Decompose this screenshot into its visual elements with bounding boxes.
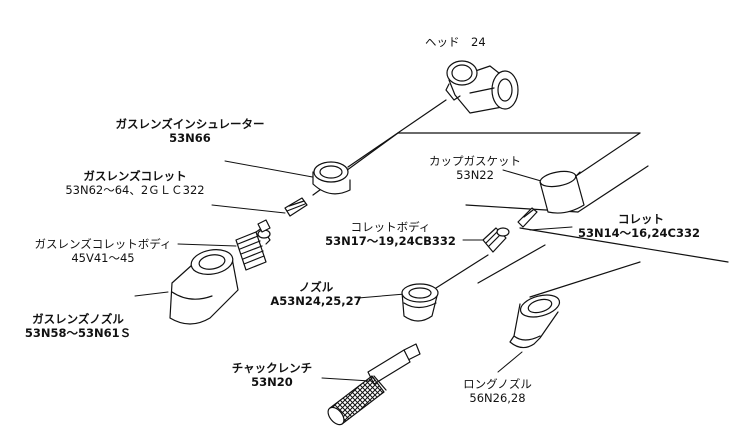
part-name: ガスレンズコレット xyxy=(83,169,187,183)
part-code: 53N66 xyxy=(169,131,211,145)
label-gas-lens-insulator: ガスレンズインシュレーター 53N66 xyxy=(110,117,270,145)
part-code: 53N58～53N61Ｓ xyxy=(24,326,132,340)
part-name: コレット xyxy=(618,212,664,226)
part-code: 53N20 xyxy=(251,375,293,389)
label-gas-lens-nozzle: ガスレンズノズル 53N58～53N61Ｓ xyxy=(18,312,138,340)
label-chuck-wrench: チャックレンチ 53N20 xyxy=(227,361,317,389)
part-name: チャックレンチ xyxy=(231,361,313,375)
part-name: カップガスケット xyxy=(429,154,521,168)
label-cup-gasket: カップガスケット 53N22 xyxy=(420,154,530,182)
label-nozzle: ノズル A53N24,25,27 xyxy=(270,280,362,308)
long-nozzle-part xyxy=(509,294,561,349)
label-collet: コレット 53N14～16,24C332 xyxy=(578,212,700,240)
part-name: コレットボディ xyxy=(350,220,431,234)
part-code: 53N14～16,24C332 xyxy=(578,226,700,240)
label-head: ヘッド 24 xyxy=(425,35,486,49)
part-code: 53N22 xyxy=(456,168,494,182)
part-code: 53N62～64、2ＧＬＣ322 xyxy=(65,183,205,197)
leader-lines xyxy=(134,160,573,382)
part-code: A53N24,25,27 xyxy=(270,294,362,308)
label-long-nozzle: ロングノズル 56N26,28 xyxy=(455,377,540,405)
part-code: 45V41～45 xyxy=(71,251,135,265)
label-gas-lens-collet-body: ガスレンズコレットボディ 45V41～45 xyxy=(28,237,178,265)
part-name: ヘッド 24 xyxy=(425,35,486,49)
part-name: ノズル xyxy=(298,280,334,294)
part-name: ガスレンズコレットボディ xyxy=(34,237,172,251)
collet-body-part xyxy=(482,227,510,253)
part-name: ガスレンズインシュレーター xyxy=(115,117,265,131)
chuck-wrench-part xyxy=(327,343,421,426)
part-name: ガスレンズノズル xyxy=(32,312,124,326)
head-part xyxy=(445,60,519,114)
assembly-axis-lines xyxy=(312,99,729,298)
gas-lens-insulator-part xyxy=(312,161,351,195)
part-code: 56N26,28 xyxy=(469,391,526,405)
part-name: ロングノズル xyxy=(463,377,532,391)
label-gas-lens-collet: ガスレンズコレット 53N62～64、2ＧＬＣ322 xyxy=(50,169,220,197)
part-code: 53N17～19,24CB332 xyxy=(325,234,456,248)
nozzle-part xyxy=(401,283,439,322)
gas-lens-collet-body-part xyxy=(235,219,271,271)
cup-gasket-part xyxy=(539,170,585,214)
collet-part xyxy=(517,207,538,228)
gas-lens-nozzle-part xyxy=(169,249,239,325)
label-collet-body: コレットボディ 53N17～19,24CB332 xyxy=(318,220,463,248)
gas-lens-collet-part xyxy=(284,197,308,217)
